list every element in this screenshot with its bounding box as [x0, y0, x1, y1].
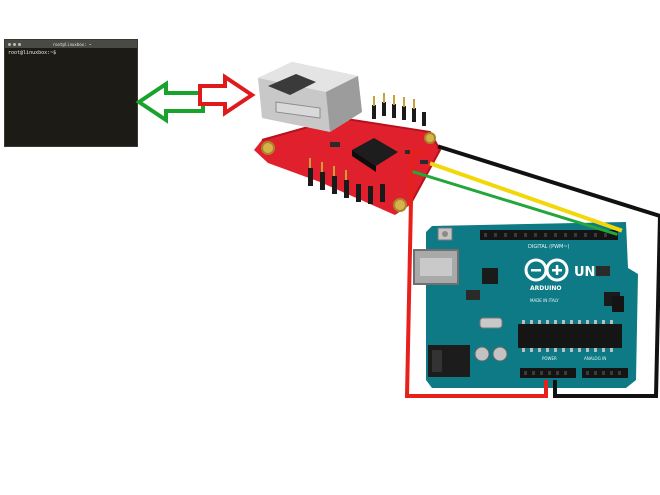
terminal-title: root@linuxbox: ~: [52, 41, 92, 47]
made-in-italy-label: MADE IN ITALY: [530, 298, 559, 303]
wires: [404, 144, 660, 398]
digital-header: [480, 230, 618, 240]
mounting-hole: [424, 132, 436, 144]
close-dot-icon: [8, 42, 11, 46]
wire-yellow-tx: [429, 161, 623, 233]
header-pins-top: [372, 102, 426, 126]
red-arrow-right: [198, 73, 256, 117]
rj45-jack: [258, 62, 362, 132]
maximize-dot-icon: [18, 42, 21, 46]
atmega-microcontroller: [518, 324, 622, 348]
green-arrow-left: [135, 80, 205, 124]
mounting-hole: [261, 141, 275, 155]
icsp-header: [612, 296, 624, 312]
power-label: POWER: [542, 356, 557, 361]
wire-black-gnd: [437, 144, 660, 398]
digital-label: DIGITAL (PWM~): [528, 244, 570, 250]
usb-interface-chip: [482, 268, 498, 284]
ethernet-module: [254, 62, 442, 215]
capacitor: [492, 346, 508, 362]
crystal: [479, 317, 503, 329]
arduino-logo-icon: [524, 258, 569, 282]
ethernet-controller-chip: [352, 138, 398, 166]
terminal-titlebar: root@linuxbox: ~: [5, 40, 137, 48]
window-controls: [8, 42, 21, 46]
arduino-brand-label: ARDUINO: [530, 285, 561, 292]
mounting-hole: [393, 198, 407, 212]
wire-green-rx: [412, 170, 618, 236]
header-pins-bottom: [308, 168, 385, 204]
terminal-prompt: root@linuxbox:~$: [8, 50, 57, 56]
terminal-window: root@linuxbox: ~ root@linuxbox:~$: [4, 39, 138, 147]
analog-in-label: ANALOG IN: [584, 356, 606, 361]
capacitor: [474, 346, 490, 362]
wire-red-vcc: [404, 150, 548, 398]
bidirectional-arrow-icon: [135, 73, 256, 124]
minimize-dot-icon: [13, 42, 16, 46]
arduino-uno-board: DIGITAL (PWM~) UNO ARDUINO MADE IN ITALY: [413, 222, 638, 388]
ethernet-pcb: [254, 118, 440, 215]
